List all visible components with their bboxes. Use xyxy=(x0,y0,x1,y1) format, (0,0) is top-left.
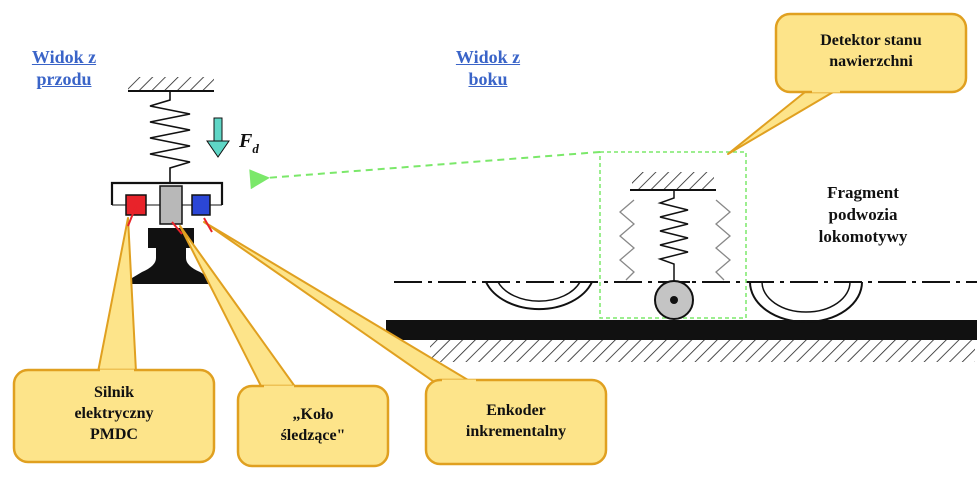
encoder-block xyxy=(191,194,211,216)
view-link-arrow xyxy=(249,151,601,190)
chassis-label: Fragment podwozia lokomotywy xyxy=(818,183,908,246)
link-side-view[interactable]: Widok z boku xyxy=(455,47,521,89)
loco-wheel-left xyxy=(485,281,593,311)
side-top-mount-hatch xyxy=(632,172,714,190)
side-view-assembly xyxy=(386,151,977,362)
front-top-mount-hatch xyxy=(128,77,214,91)
link-front-view[interactable]: Widok z przodu xyxy=(31,47,97,89)
force-label: Fd xyxy=(238,130,259,156)
callout-encoder-text: Enkoder inkrementalny xyxy=(465,402,567,440)
callout-wheel-text: „Koło śledzące" xyxy=(280,406,346,444)
front-bracket xyxy=(110,181,224,205)
motor-block xyxy=(125,194,147,216)
callout-encoder xyxy=(203,221,608,466)
ground-hatch xyxy=(430,340,975,362)
front-spring xyxy=(149,91,191,183)
wheel-leader xyxy=(171,221,183,235)
callout-motor-text: Silnik elektryczny PMDC xyxy=(74,384,154,443)
force-arrow xyxy=(206,117,230,158)
callout-wheel xyxy=(179,225,390,468)
rail-bar xyxy=(386,320,977,340)
side-spring xyxy=(657,190,689,290)
callout-motor xyxy=(12,217,216,464)
encoder-leader xyxy=(203,217,213,233)
motor-leader xyxy=(127,205,137,227)
callout-detector-text: Detektor stanu nawierzchni xyxy=(820,32,922,70)
callout-detector xyxy=(727,12,968,155)
tracking-wheel-front xyxy=(159,185,183,225)
side-spring-left-gray xyxy=(619,199,635,281)
loco-wheel-right xyxy=(749,281,863,323)
side-spring-right-gray xyxy=(715,199,731,281)
